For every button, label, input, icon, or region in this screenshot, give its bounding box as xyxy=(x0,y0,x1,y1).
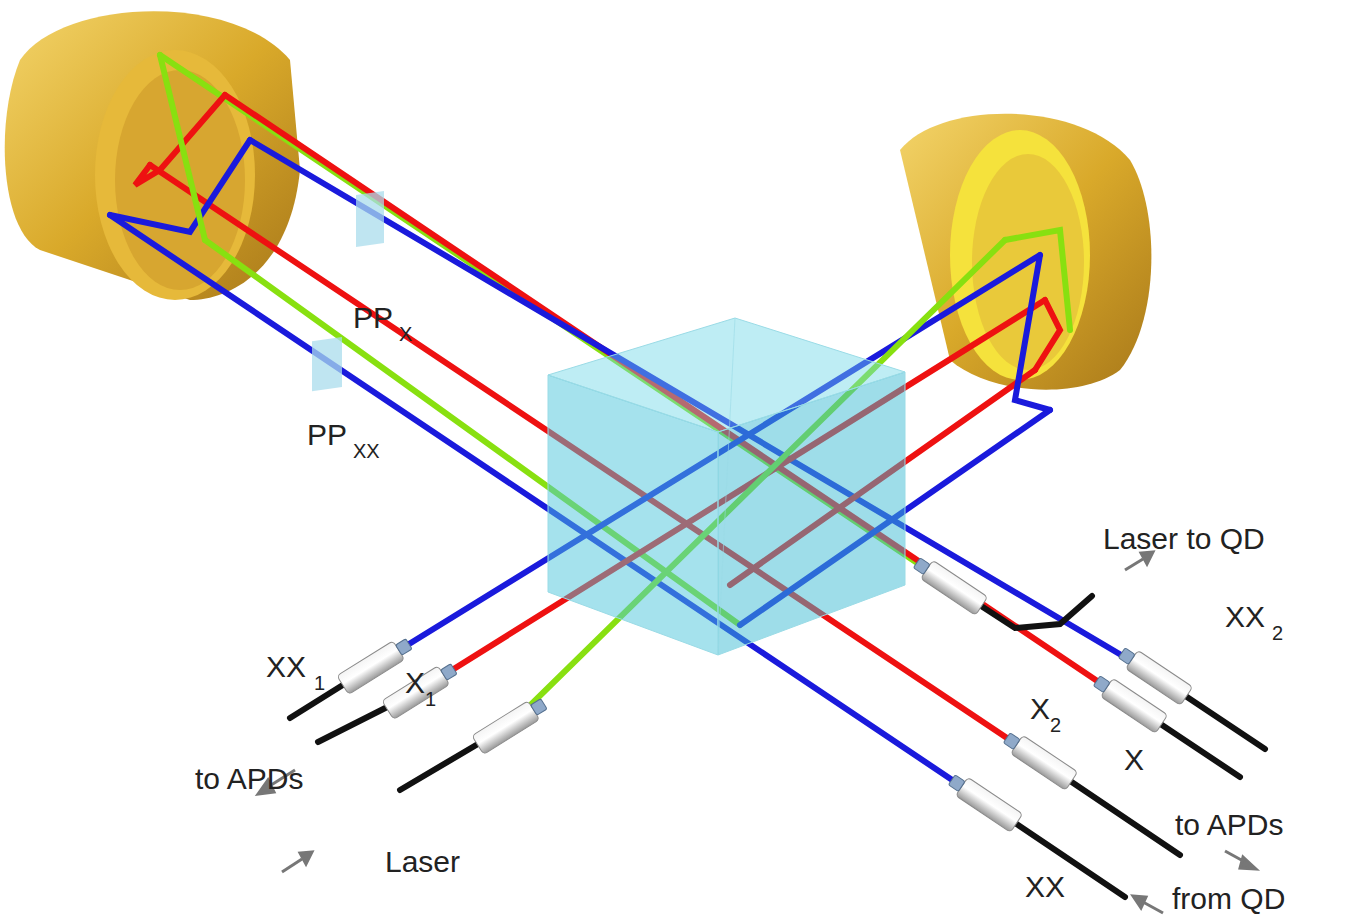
beam xyxy=(420,300,1045,690)
beam xyxy=(225,95,1130,703)
fibers xyxy=(290,589,1265,897)
retroreflector-face xyxy=(95,50,255,300)
beam xyxy=(110,215,985,802)
beam-splitter-cube xyxy=(548,318,905,655)
part-label: X xyxy=(1124,745,1144,775)
beam xyxy=(375,255,1040,665)
part-label: to APDs xyxy=(195,764,303,794)
beam xyxy=(160,55,205,240)
arrow xyxy=(282,859,302,872)
part-label: XX xyxy=(1025,872,1065,902)
part-label: PP xyxy=(307,420,347,450)
cube-diagonal xyxy=(718,318,735,655)
retroreflector-body xyxy=(5,11,300,300)
beam xyxy=(1015,255,1050,410)
part-label: from QD xyxy=(1172,884,1285,914)
fiber-coupler xyxy=(382,659,460,719)
arrowhead xyxy=(1133,896,1146,908)
arrowhead xyxy=(1240,857,1256,869)
fiber-coupler xyxy=(946,771,1023,833)
fiber-coupler xyxy=(911,554,988,616)
beam xyxy=(1035,300,1060,370)
beam xyxy=(1005,230,1070,330)
direction-arrows xyxy=(258,552,1256,913)
part-label: XX xyxy=(1225,602,1265,632)
part-label: XX xyxy=(266,652,306,682)
arrow xyxy=(1143,902,1163,913)
part-label: X xyxy=(405,668,425,698)
phase-plate xyxy=(312,337,342,391)
fiber-coupler xyxy=(472,694,550,754)
part-label: PP xyxy=(353,303,393,333)
beam xyxy=(250,140,1155,675)
phase-plate xyxy=(356,191,384,247)
arrow xyxy=(1125,559,1143,570)
beam xyxy=(510,240,1005,725)
subscript-label: XX xyxy=(353,441,380,461)
fiber-coupler xyxy=(1001,729,1078,791)
beam xyxy=(150,165,1040,760)
subscript-label: 2 xyxy=(1272,623,1283,643)
arrowhead xyxy=(300,852,312,864)
beams xyxy=(110,55,1155,802)
fiber-coupler xyxy=(1116,644,1193,706)
cube-face xyxy=(548,375,718,655)
cube-face xyxy=(718,372,905,655)
part-label: X xyxy=(1030,694,1050,724)
subscript-label: 2 xyxy=(1050,715,1061,735)
retroreflector-face xyxy=(950,130,1090,380)
part-label: Laser to QD xyxy=(1103,524,1265,554)
fiber-coupler xyxy=(337,634,415,694)
part-label: to APDs xyxy=(1175,810,1283,840)
subscript-label: 1 xyxy=(425,689,436,709)
beam xyxy=(110,140,250,232)
part-label: Laser xyxy=(385,847,460,877)
subscript-label: X xyxy=(399,324,412,344)
subscript-label: 1 xyxy=(314,673,325,693)
